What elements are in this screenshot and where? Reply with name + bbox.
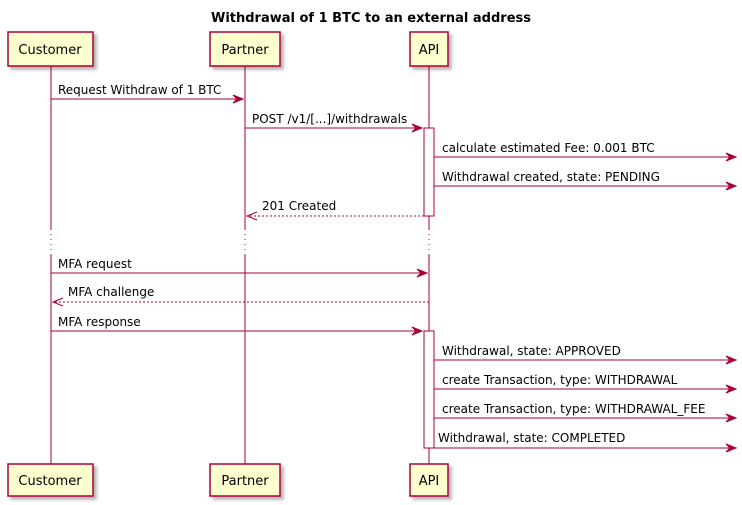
message-state-completed: Withdrawal, state: COMPLETED (434, 431, 738, 453)
message-mfa-request: MFA request (51, 257, 429, 278)
arrowhead (725, 181, 738, 191)
message-post-withdrawals: POST /v1/[...]/withdrawals (245, 112, 424, 133)
arrowhead (245, 211, 258, 221)
participant-label: Customer (18, 43, 82, 58)
message-request-withdraw: Request Withdraw of 1 BTC (51, 83, 245, 104)
participant-customer-top: Customer (7, 31, 94, 67)
message-label: Withdrawal created, state: PENDING (442, 170, 660, 184)
participant-customer-bottom: Customer (7, 463, 94, 497)
arrowhead (411, 123, 424, 133)
arrowhead (411, 326, 424, 336)
message-label: create Transaction, type: WITHDRAWAL_FEE (442, 402, 705, 416)
message-create-transaction-fee: create Transaction, type: WITHDRAWAL_FEE (434, 402, 738, 423)
participant-partner-top: Partner (209, 31, 281, 67)
diagram-title: Withdrawal of 1 BTC to an external addre… (211, 11, 531, 26)
arrowhead (51, 297, 64, 307)
message-calculate-fee: calculate estimated Fee: 0.001 BTC (434, 141, 738, 162)
participant-label: API (419, 43, 440, 58)
delay-separator (50, 229, 430, 255)
participant-label: Customer (18, 474, 82, 489)
participant-label: API (419, 474, 440, 489)
message-label: MFA response (58, 315, 141, 329)
arrowhead (725, 413, 738, 423)
participant-api-bottom: API (409, 463, 449, 497)
message-label: Withdrawal, state: COMPLETED (438, 431, 625, 445)
message-label: MFA request (58, 257, 132, 271)
message-withdrawal-created: Withdrawal created, state: PENDING (434, 170, 738, 191)
message-state-approved: Withdrawal, state: APPROVED (434, 344, 738, 365)
api-activation-1 (423, 127, 435, 217)
message-label: create Transaction, type: WITHDRAWAL (442, 373, 678, 387)
message-create-transaction-withdrawal: create Transaction, type: WITHDRAWAL (434, 373, 738, 394)
participant-label: Partner (221, 43, 269, 58)
message-label: POST /v1/[...]/withdrawals (252, 112, 407, 126)
participant-partner-bottom: Partner (209, 463, 281, 497)
message-label: Withdrawal, state: APPROVED (442, 344, 621, 358)
message-201-created: 201 Created (245, 199, 424, 221)
message-mfa-challenge: MFA challenge (51, 285, 429, 307)
message-label: 201 Created (262, 199, 336, 213)
participant-api-top: API (409, 31, 449, 67)
arrowhead (725, 355, 738, 365)
arrowhead (725, 152, 738, 162)
message-label: MFA challenge (68, 285, 154, 299)
arrowhead (725, 384, 738, 394)
message-label: calculate estimated Fee: 0.001 BTC (442, 141, 655, 155)
arrowhead (416, 268, 429, 278)
participant-label: Partner (221, 474, 269, 489)
message-label: Request Withdraw of 1 BTC (58, 83, 221, 97)
arrowhead (725, 443, 738, 453)
api-activation-2 (423, 330, 435, 449)
arrowhead (232, 94, 245, 104)
message-mfa-response: MFA response (51, 315, 424, 336)
